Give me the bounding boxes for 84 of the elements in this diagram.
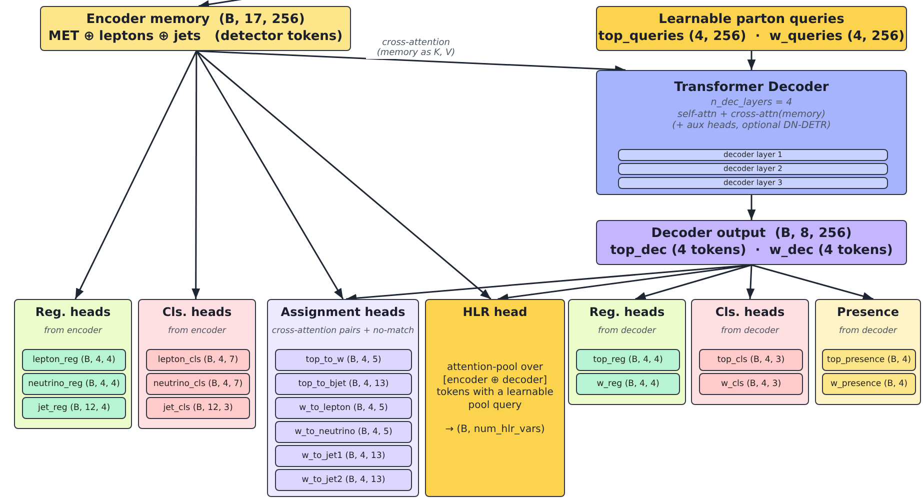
panel-subtitle: from encoder [44,326,102,336]
head-output-box [22,373,126,395]
layer-box [618,163,888,175]
process-box [596,6,907,51]
panel-title: Assignment heads [280,305,406,320]
arrow [635,264,752,300]
output-label: w_to_jet2 (B, 4, 13) [302,476,386,484]
panel-title: Presence [837,305,899,320]
output-label: top_to_w (B, 4, 5) [306,356,382,364]
arrow [746,264,755,300]
head-output-box [22,349,126,371]
panel-title: Cls. heads [715,305,785,320]
output-label: w_to_jet1 (B, 4, 13) [302,452,386,460]
arrow [192,51,200,299]
layer-box [618,149,888,161]
head-output-box [699,349,803,371]
output-label: top_to_bjet (B, 4, 13) [298,380,389,388]
head-output-box [275,469,412,491]
output-label: top_presence (B, 4) [827,356,911,364]
process-box [40,6,351,51]
head-output-box [275,397,412,419]
head-output-box [146,397,250,419]
head-group-panel [815,299,921,405]
output-label: neutrino_reg (B, 4, 4) [28,380,120,388]
output-label: w_to_lepton (B, 4, 5) [299,404,388,412]
arrow [196,50,344,300]
box-title: Learnable parton queries [658,12,844,28]
output-label: top_reg (B, 4, 4) [593,356,663,364]
head-output-box [275,445,412,467]
head-output-box [275,349,412,371]
head-output-box [275,373,412,395]
head-output-box [822,349,916,371]
box-title: Transformer Decoder [674,80,829,96]
panel-text: attention-pool over [encoder ⊕ decoder] tokens with a learnable pool query [436,362,554,412]
arrow [747,195,756,220]
head-output-box [576,373,680,395]
box-title: Encoder memory (B, 17, 256) [86,12,305,28]
box-note: n_dec_layers = 4 [710,97,792,109]
output-label: jet_reg (B, 12, 4) [38,404,110,412]
output-label: lepton_cls (B, 4, 7) [158,356,238,364]
process-box [596,220,907,265]
output-label: neutrino_cls (B, 4, 7) [153,380,243,388]
panel-text: → (B, num_hlr_vars) [444,424,546,436]
arrow [751,264,874,300]
head-panel [425,299,565,497]
box-title: Decoder output (B, 8, 256) [651,226,852,242]
box-subtitle: MET ⊕ leptons ⊕ jets (detector tokens) [48,28,343,45]
output-label: jet_cls (B, 12, 3) [163,404,233,412]
box-note: (+ aux heads, optional DN-DETR) [672,120,831,132]
head-group-panel [267,299,419,497]
decoder-block [596,70,907,195]
head-output-box [699,373,803,395]
arrow [196,50,492,300]
output-label: top_cls (B, 4, 3) [717,356,785,364]
head-output-box [822,373,916,395]
layer-box [618,177,888,189]
arrow [74,50,198,300]
panel-subtitle: from encoder [168,326,226,336]
head-output-box [22,397,126,419]
head-output-box [146,373,250,395]
head-group-panel [568,299,686,405]
panel-subtitle: from decoder [721,326,779,336]
output-label: w_reg (B, 4, 4) [596,380,660,388]
panel-title: HLR head [462,305,528,320]
head-group-panel [14,299,132,429]
panel-subtitle: from decoder [839,326,897,336]
panel-title: Reg. heads [35,305,111,320]
panel-subtitle: from decoder [598,326,656,336]
head-group-panel [691,299,809,405]
output-label: w_to_neutrino (B, 4, 5) [294,428,392,436]
box-note: self-attn + cross-attn(memory) [678,108,826,120]
output-label: w_presence (B, 4) [830,380,908,388]
head-output-box [576,349,680,371]
panel-subtitle: cross-attention pairs + no-match [272,326,414,336]
head-output-box [275,421,412,443]
output-label: w_cls (B, 4, 3) [720,380,782,388]
arrow [747,51,756,70]
head-output-box [146,349,250,371]
box-subtitle: top_dec (4 tokens) · w_dec (4 tokens) [610,242,893,259]
panel-title: Reg. heads [589,305,665,320]
panel-title: Cls. heads [162,305,232,320]
output-label: lepton_reg (B, 4, 4) [32,356,116,364]
box-subtitle: top_queries (4, 256) · w_queries (4, 256) [598,28,905,45]
head-group-panel [138,299,256,429]
